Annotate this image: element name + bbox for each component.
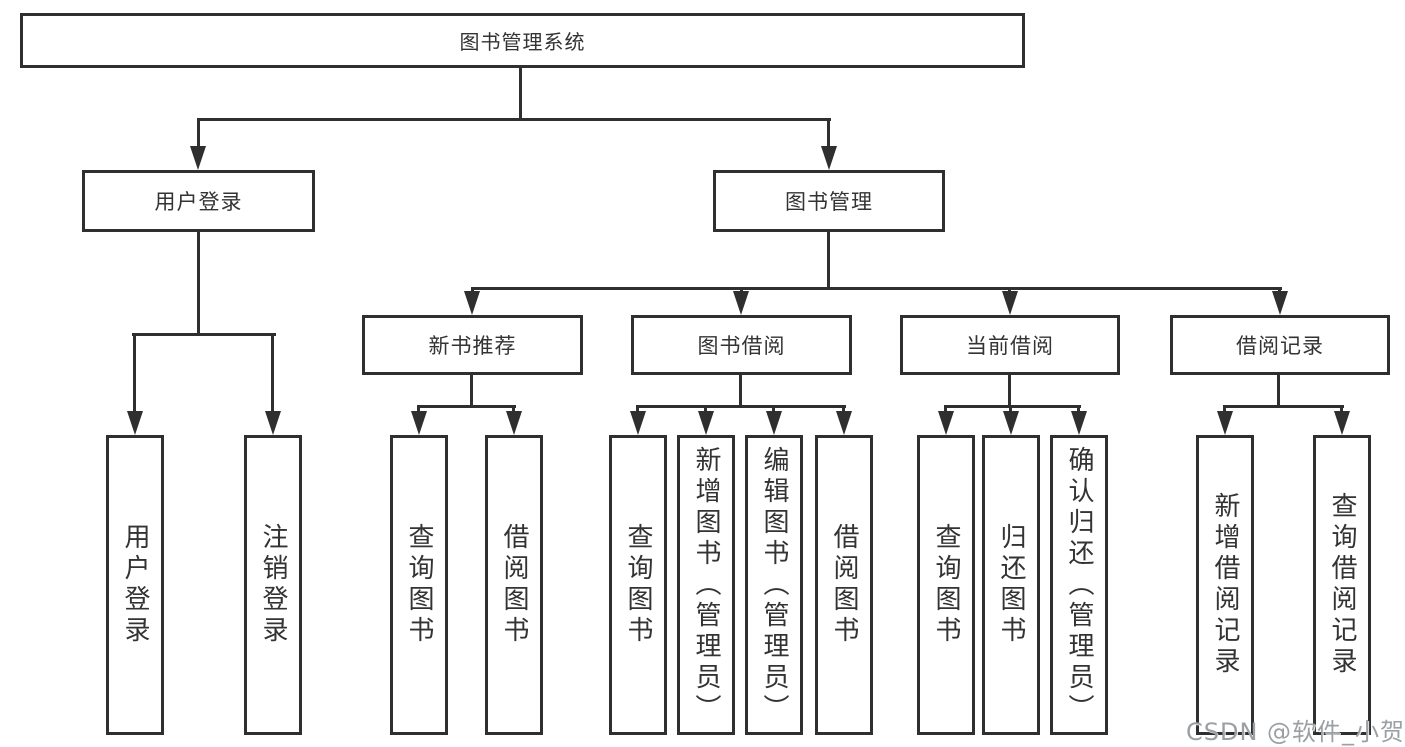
arrowhead-icon	[630, 411, 646, 435]
arrowhead-icon	[506, 411, 522, 435]
leaf-borrow-books-recommend-label: 借阅图书	[499, 523, 529, 647]
leaf-user-login: 用户登录	[106, 435, 164, 735]
node-book-management-label: 图书管理	[785, 190, 873, 214]
arrowhead-icon	[1071, 411, 1087, 435]
leaf-edit-book-admin: 编辑图书（管理员）	[745, 435, 803, 735]
arrowhead-icon	[190, 146, 206, 170]
node-book-management: 图书管理	[713, 170, 945, 232]
new-book-branch-hline	[417, 405, 516, 408]
node-borrow-records: 借阅记录	[1170, 315, 1390, 375]
arrowhead-icon	[766, 411, 782, 435]
leaf-borrow-books-borrowing-label: 借阅图书	[829, 523, 859, 647]
node-new-book-recommend: 新书推荐	[362, 315, 583, 375]
leaf-borrow-books-borrowing: 借阅图书	[815, 435, 873, 735]
node-book-borrowing: 图书借阅	[631, 315, 852, 375]
leaf-query-borrow-record: 查询借阅记录	[1313, 435, 1371, 735]
arrow-shaft	[1077, 405, 1080, 415]
arrow-shaft	[842, 405, 845, 415]
arrow-shaft	[417, 405, 420, 415]
arrow-shaft	[1340, 405, 1343, 415]
node-current-borrowing: 当前借阅	[900, 315, 1120, 375]
arrow-shaft	[944, 405, 947, 415]
node-new-book-recommend-label: 新书推荐	[428, 334, 517, 358]
current-borrowing-branch-hline	[944, 405, 1081, 408]
leaf-query-borrow-record-label: 查询借阅记录	[1327, 492, 1357, 678]
csdn-watermark: CSDN @软件_小贺同学	[1186, 718, 1405, 746]
root-branch-vline	[519, 68, 522, 121]
arrowhead-icon	[1002, 291, 1018, 315]
new-book-branch-vline	[470, 375, 473, 408]
user-login-branch-hline	[132, 333, 276, 336]
borrow-records-branch-vline	[1277, 375, 1280, 408]
arrow-shaft	[1223, 405, 1226, 415]
arrowhead-icon	[1217, 411, 1233, 435]
leaf-add-borrow-record-label: 新增借阅记录	[1210, 492, 1240, 678]
arrow-shaft	[133, 333, 136, 413]
leaf-logout: 注销登录	[244, 435, 302, 735]
leaf-query-books-recommend-label: 查询图书	[404, 523, 434, 647]
node-book-borrowing-label: 图书借阅	[697, 334, 786, 358]
arrowhead-icon	[265, 411, 281, 435]
arrowhead-icon	[698, 411, 714, 435]
leaf-return-book: 归还图书	[982, 435, 1040, 735]
book-borrowing-branch-vline	[739, 375, 742, 408]
arrowhead-icon	[1334, 411, 1350, 435]
arrow-shaft	[512, 405, 515, 415]
node-borrow-records-label: 借阅记录	[1236, 334, 1324, 358]
book-borrowing-branch-hline	[636, 405, 846, 408]
arrow-shaft	[772, 405, 775, 415]
borrow-records-branch-hline	[1223, 405, 1344, 408]
leaf-edit-book-admin-label: 编辑图书（管理员）	[759, 445, 789, 725]
arrow-shaft	[271, 333, 274, 413]
arrowhead-icon	[411, 411, 427, 435]
leaf-query-books-current: 查询图书	[917, 435, 975, 735]
arrowhead-icon	[733, 291, 749, 315]
arrowhead-icon	[1003, 411, 1019, 435]
arrow-shaft	[197, 118, 200, 150]
arrowhead-icon	[127, 411, 143, 435]
node-root: 图书管理系统	[20, 13, 1025, 68]
node-user-login-label: 用户登录	[154, 190, 243, 214]
root-branch-hline	[197, 118, 831, 121]
leaf-return-book-label: 归还图书	[996, 523, 1026, 647]
arrowhead-icon	[836, 411, 852, 435]
leaf-query-books-recommend: 查询图书	[390, 435, 448, 735]
book-management-branch-vline	[827, 232, 830, 290]
leaf-add-book-admin: 新增图书（管理员）	[677, 435, 735, 735]
node-current-borrowing-label: 当前借阅	[966, 334, 1054, 358]
leaf-logout-label: 注销登录	[258, 523, 288, 647]
leaf-borrow-books-recommend: 借阅图书	[485, 435, 543, 735]
leaf-query-books-borrowing: 查询图书	[609, 435, 667, 735]
leaf-confirm-return-admin-label: 确认归还（管理员）	[1064, 445, 1094, 725]
node-root-label: 图书管理系统	[459, 30, 586, 54]
leaf-user-login-label: 用户登录	[120, 523, 150, 647]
node-user-login: 用户登录	[82, 170, 315, 232]
leaf-query-books-borrowing-label: 查询图书	[623, 523, 653, 647]
arrowhead-icon	[938, 411, 954, 435]
leaf-add-borrow-record: 新增借阅记录	[1196, 435, 1254, 735]
arrowhead-icon	[1272, 291, 1288, 315]
leaf-confirm-return-admin: 确认归还（管理员）	[1050, 435, 1108, 735]
book-management-branch-hline	[471, 287, 1282, 290]
arrow-shaft	[1009, 405, 1012, 415]
arrow-shaft	[636, 405, 639, 415]
user-login-branch-vline	[197, 232, 200, 336]
arrow-shaft	[704, 405, 707, 415]
arrowhead-icon	[464, 291, 480, 315]
arrowhead-icon	[821, 146, 837, 170]
leaf-add-book-admin-label: 新增图书（管理员）	[691, 445, 721, 725]
current-borrowing-branch-vline	[1008, 375, 1011, 408]
arrow-shaft	[827, 118, 830, 150]
leaf-query-books-current-label: 查询图书	[931, 523, 961, 647]
